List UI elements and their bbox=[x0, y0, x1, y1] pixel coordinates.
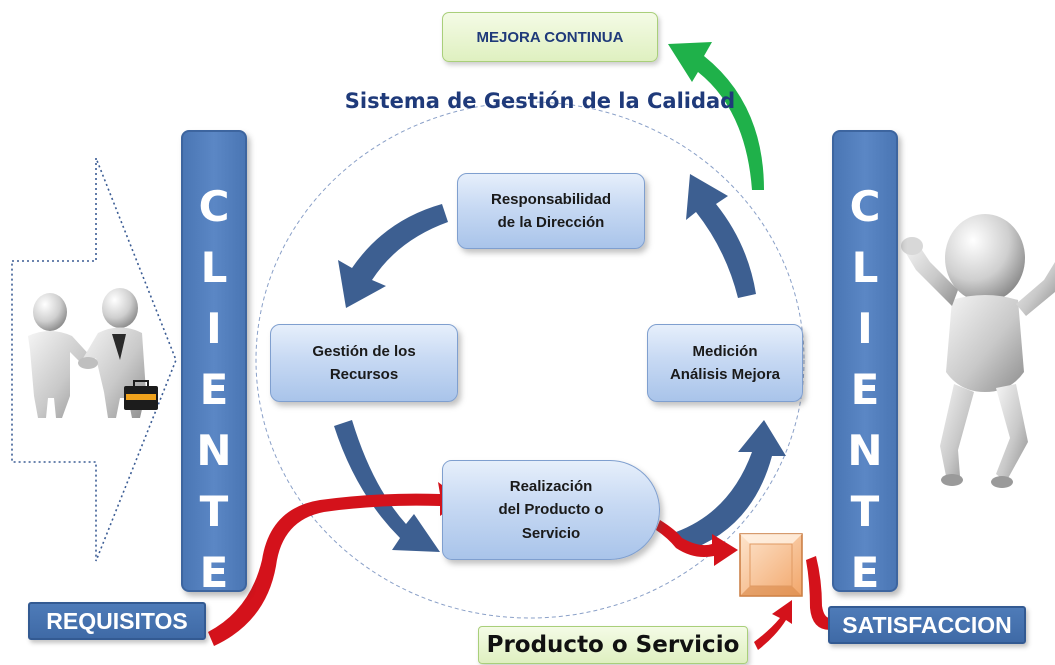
pillar-letter: I bbox=[857, 304, 873, 353]
pillar-letter: E bbox=[199, 365, 229, 414]
pillar-letter: E bbox=[850, 548, 880, 597]
pillar-letter: C bbox=[849, 182, 881, 231]
realizacion-to-product-arrow bbox=[656, 520, 738, 566]
cycle-arrow-left-bottom bbox=[334, 420, 440, 552]
satisfaccion-label: SATISFACCION bbox=[828, 606, 1026, 644]
process-label-line: Análisis Mejora bbox=[669, 366, 781, 383]
cycle-arrow-top-left bbox=[338, 204, 448, 308]
requisitos-to-realizacion-arrow bbox=[208, 482, 462, 646]
cycle-arrow-right-top bbox=[686, 174, 756, 298]
system-boundary-circle bbox=[255, 101, 805, 619]
pillar-letter: T bbox=[199, 487, 229, 536]
pillar-letter: I bbox=[206, 304, 222, 353]
medicion-analisis-mejora-box: Medición Análisis Mejora bbox=[647, 324, 803, 402]
pillar-letter: E bbox=[199, 548, 229, 597]
mejora-continua-box: MEJORA CONTINUA bbox=[442, 12, 658, 62]
gestion-recursos-box: Gestión de los Recursos bbox=[270, 324, 458, 402]
cliente-pillar-left: C L I E N T E bbox=[181, 130, 247, 597]
process-label-line: Medición bbox=[692, 342, 758, 360]
pillar-letter: N bbox=[196, 426, 232, 475]
process-label-line: Servicio bbox=[521, 524, 581, 542]
process-label-line: Responsabilidad bbox=[490, 190, 612, 208]
cycle-arrow-bottom-right bbox=[676, 420, 786, 552]
process-label-line: Realización bbox=[509, 478, 593, 496]
process-label-line: del Producto o bbox=[498, 501, 604, 519]
product-box-icon bbox=[739, 533, 803, 597]
requisitos-label: REQUISITOS bbox=[28, 602, 206, 640]
pillar-letter: N bbox=[847, 426, 883, 475]
happy-person-icon bbox=[901, 214, 1055, 488]
continuous-improvement-arrow bbox=[668, 42, 764, 190]
pillar-letter: T bbox=[850, 487, 880, 536]
cycle-arrows bbox=[334, 174, 786, 552]
pillar-letter: E bbox=[850, 365, 880, 414]
mejora-continua-label: MEJORA CONTINUA bbox=[476, 28, 624, 46]
producto-servicio-text: Producto o Servicio bbox=[486, 632, 740, 658]
process-label-line: Gestión de los bbox=[312, 342, 416, 360]
responsabilidad-direccion-box: Responsabilidad de la Dirección bbox=[457, 173, 645, 249]
realizacion-producto-box: Realización del Producto o Servicio bbox=[442, 460, 660, 560]
producto-servicio-label: Producto o Servicio bbox=[478, 626, 748, 664]
process-label-line: de la Dirección bbox=[497, 214, 605, 231]
pillar-letter: C bbox=[198, 182, 230, 231]
pillar-letter: L bbox=[200, 243, 228, 292]
handshake-people-icon bbox=[28, 288, 158, 418]
pillar-letter: L bbox=[851, 243, 879, 292]
diagram-title: Sistema de Gestión de la Calidad bbox=[344, 89, 736, 113]
product-label-arrow bbox=[754, 600, 792, 650]
cliente-pillar-right: C L I E N T E bbox=[832, 130, 898, 597]
process-label-line: Recursos bbox=[329, 366, 399, 383]
